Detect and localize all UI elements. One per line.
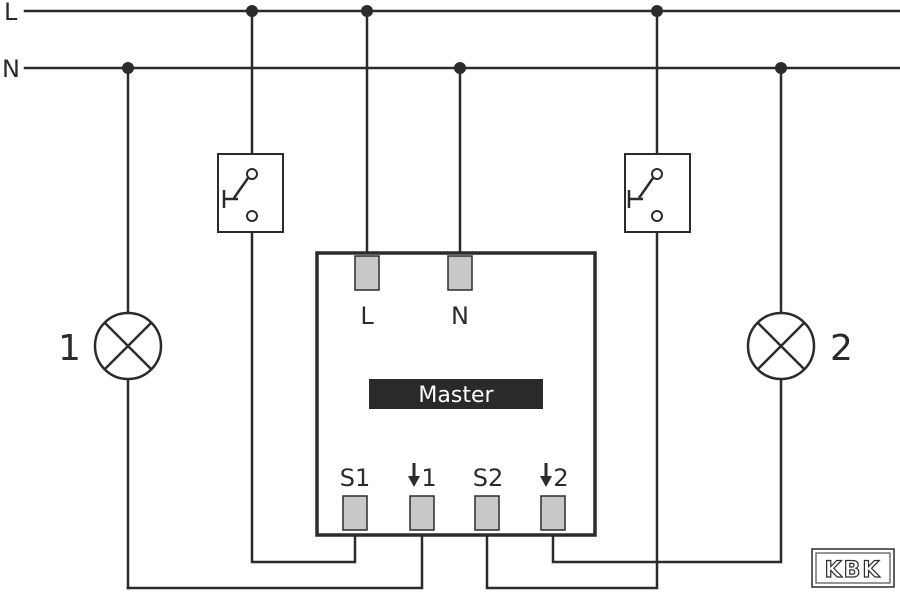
terminal-s1-label: S1 (340, 464, 371, 492)
terminal-s2 (474, 495, 500, 531)
live-bus-label: L (4, 0, 18, 26)
terminal-l (354, 255, 380, 291)
lamp-1-label: 1 (58, 328, 81, 369)
wire-lamp2-to-output2 (551, 377, 783, 564)
terminal-output1 (409, 495, 435, 531)
kbk-logo-text: KBK (825, 558, 882, 583)
terminal-l-label: L (360, 302, 374, 330)
neutral-bus-label: N (2, 55, 20, 83)
junction-dot (454, 62, 466, 74)
output-1-arrow-icon (408, 463, 420, 487)
terminal-output2-label: 2 (553, 464, 568, 492)
terminal-output2 (540, 495, 566, 531)
terminal-n (447, 255, 473, 291)
output-2-arrow-icon (540, 463, 552, 487)
junction-dot (651, 5, 663, 17)
lamp-2-label: 2 (830, 328, 853, 369)
switch-2 (624, 153, 691, 233)
junction-dot (246, 5, 258, 17)
master-title-plate (369, 379, 543, 409)
kbk-logo: KBK (811, 548, 895, 588)
lamp-1 (93, 311, 163, 381)
terminal-s2-label: S2 (473, 464, 504, 492)
wire-lamp1-to-output1 (126, 530, 424, 590)
terminal-n-label: N (451, 302, 469, 330)
terminal-s1 (342, 495, 368, 531)
wire-switch2-to-s2 (485, 218, 659, 590)
terminal-output1-label: 1 (421, 464, 436, 492)
lamp-2 (746, 311, 816, 381)
master-title: Master (418, 383, 494, 408)
junction-dot (775, 62, 787, 74)
junction-dot (361, 5, 373, 17)
junction-dot (122, 62, 134, 74)
switch-1 (217, 153, 284, 233)
wire-switch1-to-s1 (250, 218, 357, 564)
